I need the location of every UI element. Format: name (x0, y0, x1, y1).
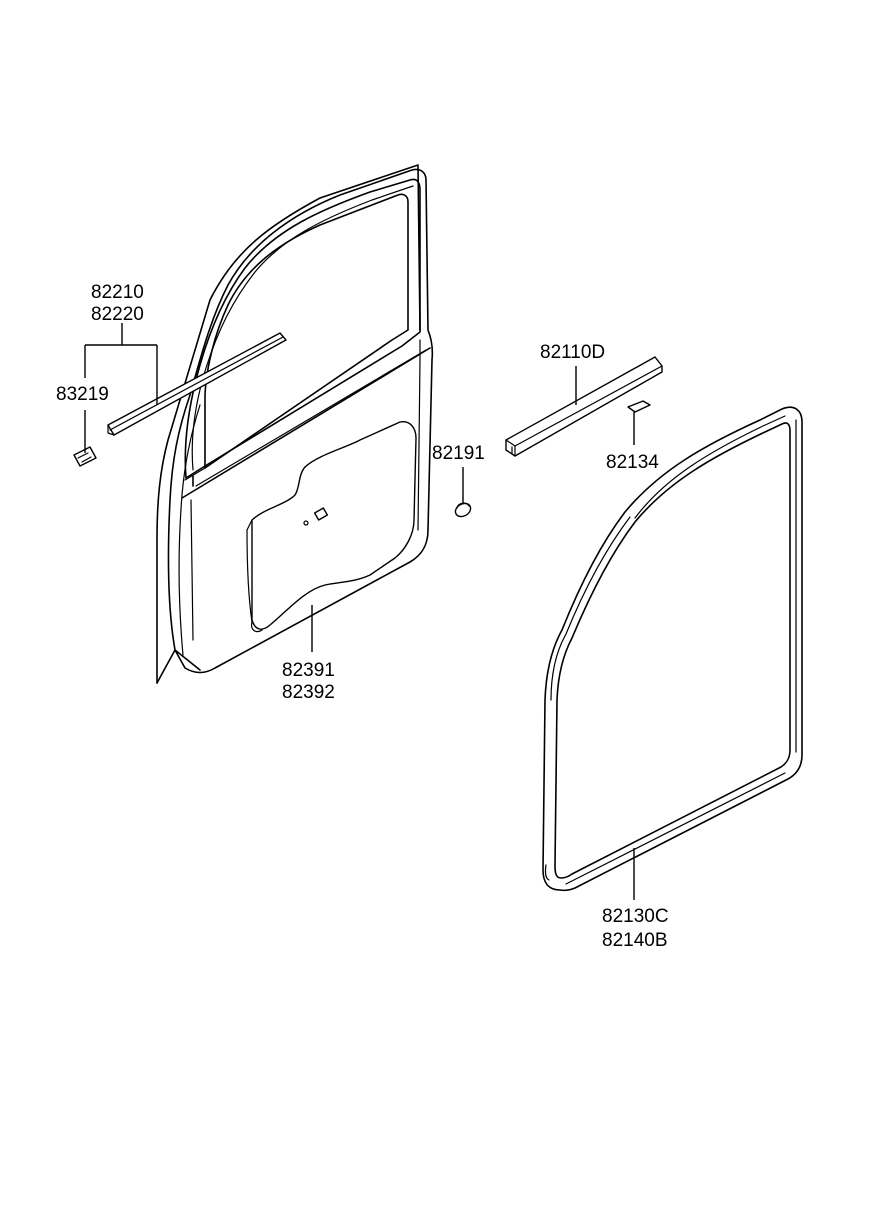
label-82391: 82391 (282, 660, 335, 681)
leader-lines (84, 323, 635, 900)
door-panel (156, 164, 434, 684)
label-82134: 82134 (606, 452, 659, 473)
outer-weatherstrip (107, 332, 287, 436)
clip-82134 (627, 400, 651, 413)
label-82140B: 82140B (602, 930, 668, 951)
sealing-cover (246, 421, 417, 633)
label-82130C: 82130C (602, 906, 669, 927)
delta-moulding (505, 356, 663, 457)
label-82210: 82210 (91, 282, 144, 303)
plug-82191 (454, 502, 472, 518)
door-weatherstrip (542, 406, 803, 892)
label-82392: 82392 (282, 682, 335, 703)
part-labels: 82210 82220 83219 82110D 82191 82134 823… (56, 282, 669, 951)
label-83219: 83219 (56, 384, 109, 405)
label-82220: 82220 (91, 304, 144, 325)
label-82110D: 82110D (540, 342, 605, 363)
label-82191: 82191 (432, 443, 485, 464)
